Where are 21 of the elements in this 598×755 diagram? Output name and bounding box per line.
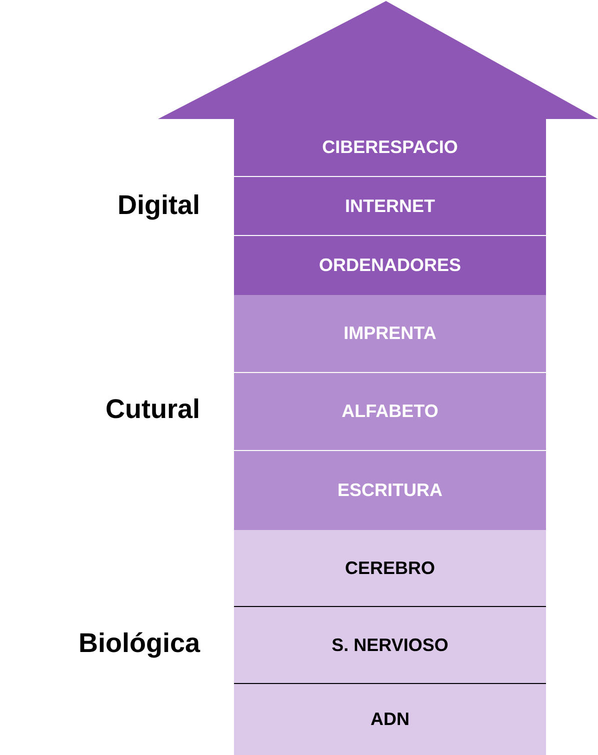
group-label: Cutural [106,394,200,425]
layer-label: CIBERESPACIO [322,136,458,158]
layer-band [234,607,546,684]
layer-label: ADN [370,709,410,730]
layer-band [234,530,546,607]
layer-band [234,177,546,236]
layer-band [234,373,546,451]
layer-label: INTERNET [345,196,435,216]
group-label: Digital [117,190,200,221]
layer-band [234,451,546,530]
layer-band [234,295,546,373]
layer-label: S. NERVIOSO [332,634,448,656]
layer-label: ORDENADORES [318,255,461,276]
layer-label: CEREBRO [344,558,435,578]
layer-label: ESCRITURA [337,480,442,501]
layer-band [234,118,546,177]
layer-band [234,236,546,295]
layer-label: ALFABETO [342,401,438,422]
group-label: Biológica [78,628,200,659]
layer-band [234,684,546,755]
layer-label: IMPRENTA [344,323,436,344]
